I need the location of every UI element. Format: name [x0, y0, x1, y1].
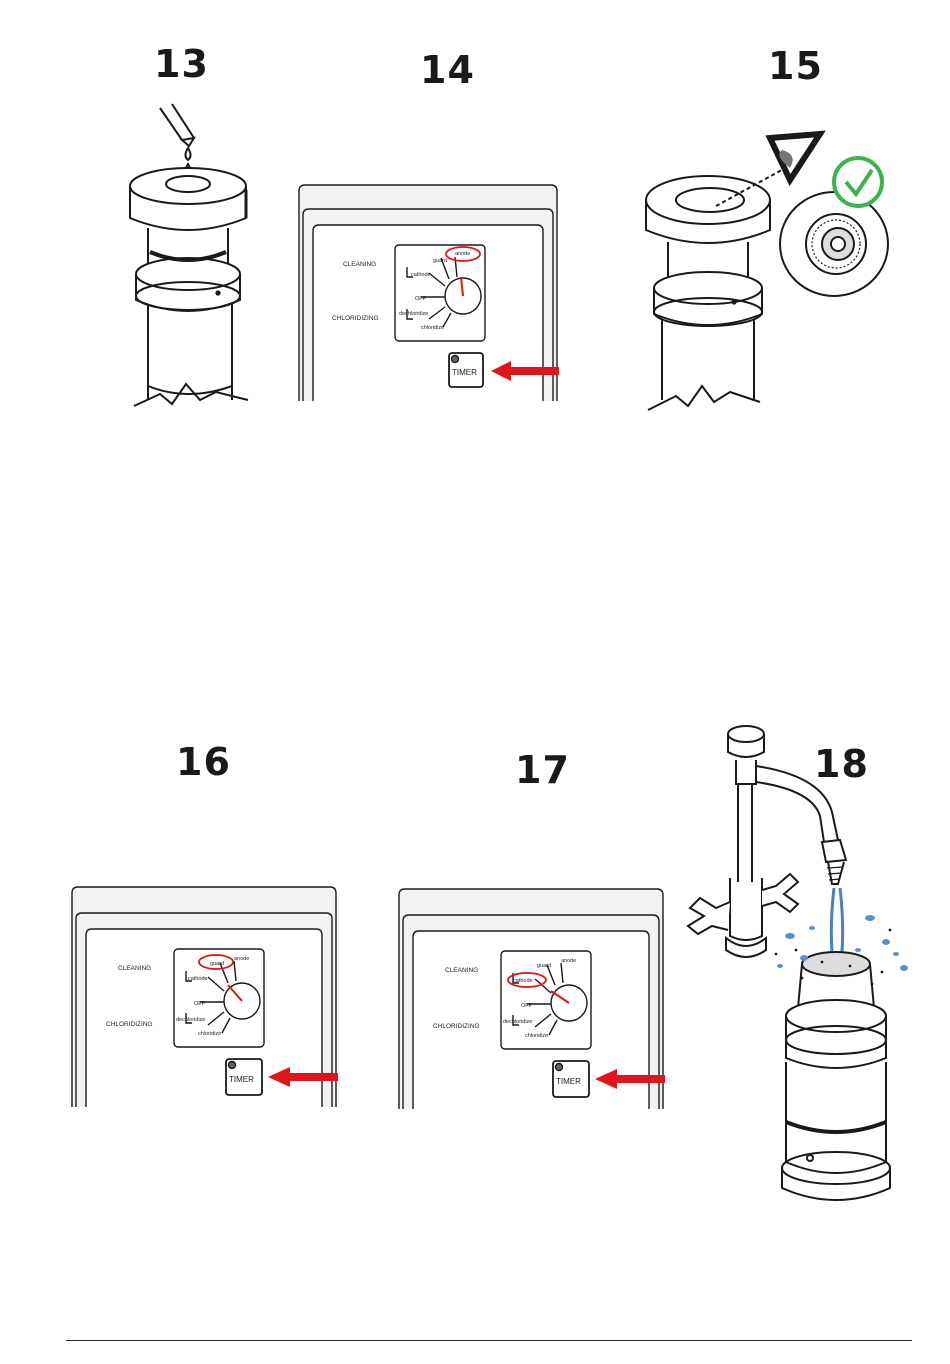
figure-14-control-panel: CLEANING CHLORIDIZING guard anode cathod…: [295, 183, 563, 405]
figure-17-control-panel: CLEANING CHLORIDIZING guard anode cathod…: [395, 887, 667, 1113]
figure-16-control-panel: CLEANING CHLORIDIZING guard anode cathod…: [68, 885, 340, 1111]
figure-13-sensor-drop: [120, 100, 260, 420]
anode-label: anode: [234, 956, 249, 962]
dechloridize-label: dechloridize: [399, 311, 428, 317]
chloridize-label: chloridize: [198, 1031, 221, 1037]
guard-label: guard: [433, 258, 447, 264]
guard-label: guard: [210, 961, 224, 967]
chloridize-label: chloridize: [525, 1033, 548, 1039]
eye-icon: [770, 134, 820, 180]
timer-button-label: TIMER: [229, 1075, 254, 1084]
timer-button-label: TIMER: [452, 368, 477, 377]
cathode-label: cathode: [513, 978, 533, 984]
step-number-14: 14: [420, 48, 475, 92]
dechloridize-label: dechloridize: [503, 1019, 532, 1025]
chloridize-label: chloridize: [421, 325, 444, 331]
off-label: OFF: [194, 1001, 206, 1007]
guard-label: guard: [537, 963, 551, 969]
footer-divider: [66, 1340, 912, 1341]
chloridizing-label: CHLORIDIZING: [433, 1023, 480, 1030]
step-number-16: 16: [176, 740, 231, 784]
cathode-label: cathode: [411, 272, 431, 278]
figure-15-sensor-inspect: [640, 130, 900, 420]
checkmark-icon: [834, 158, 882, 206]
timer-button-label: TIMER: [556, 1077, 581, 1086]
off-label: OFF: [521, 1003, 533, 1009]
step-number-15: 15: [768, 44, 823, 88]
cleaning-label: CLEANING: [445, 967, 478, 974]
faucet-icon: [688, 726, 846, 957]
cleaning-label: CLEANING: [343, 261, 376, 268]
anode-label: anode: [561, 958, 576, 964]
off-label: OFF: [415, 296, 427, 302]
cleaning-label: CLEANING: [118, 965, 151, 972]
cathode-label: cathode: [188, 976, 208, 982]
figure-18-rinse-sensor: [672, 722, 920, 1212]
step-number-13: 13: [154, 42, 209, 86]
chloridizing-label: CHLORIDIZING: [332, 315, 379, 322]
dechloridize-label: dechloridize: [176, 1017, 205, 1023]
chloridizing-label: CHLORIDIZING: [106, 1021, 153, 1028]
anode-label: anode: [455, 251, 470, 257]
step-number-17: 17: [515, 748, 570, 792]
